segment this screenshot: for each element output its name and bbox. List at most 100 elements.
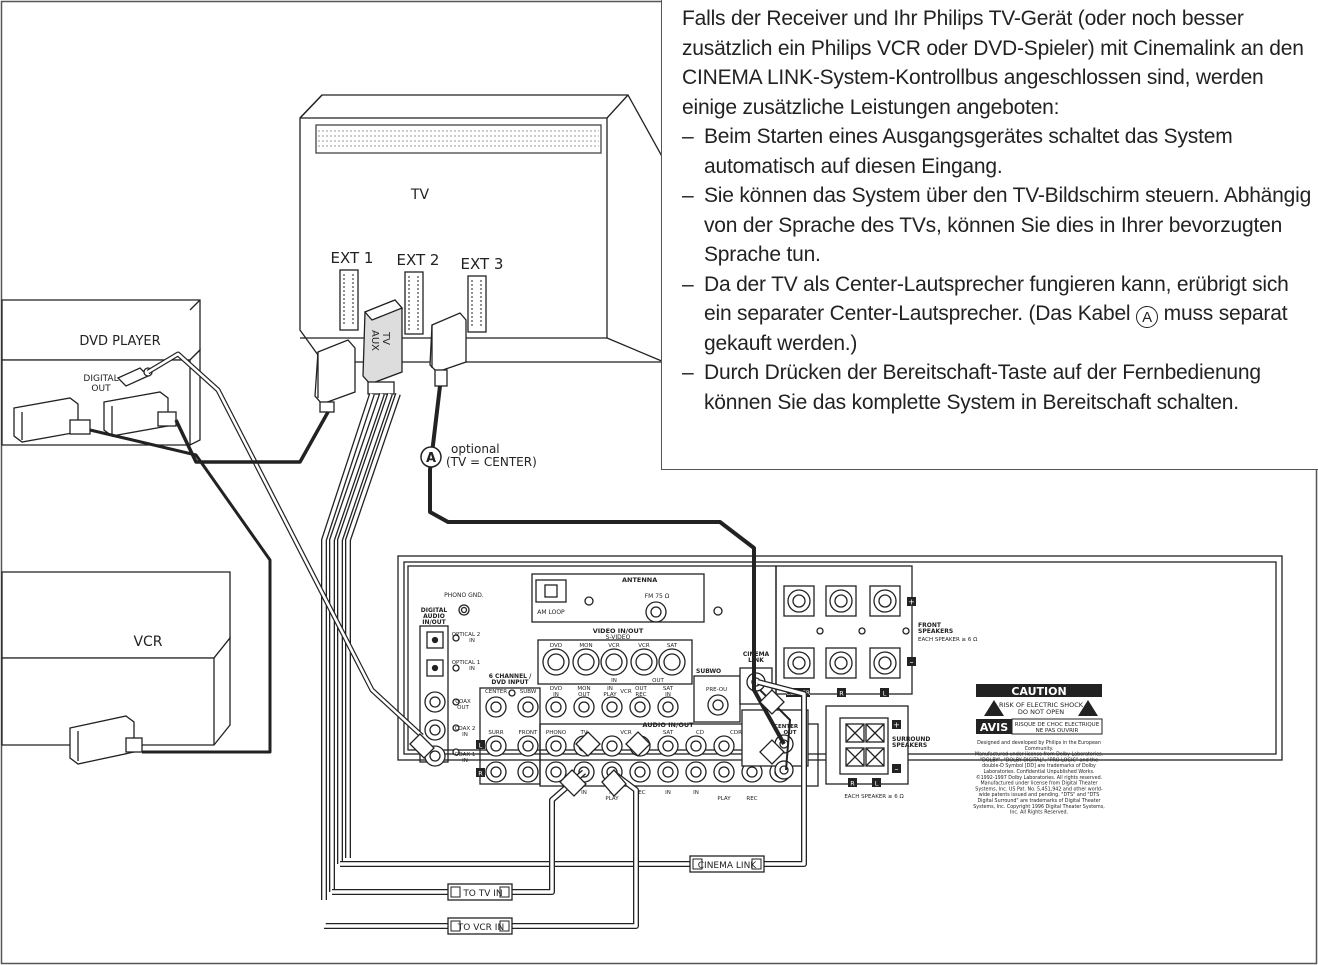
center-out-label-1: CENTER xyxy=(774,724,799,730)
fm-label: FM 75 Ω xyxy=(645,593,670,600)
front-plus-mark: + xyxy=(908,598,915,607)
center-out-label-2: OUT xyxy=(784,730,797,736)
optical2-label-1: OPTICAL 2 xyxy=(452,632,481,638)
audio-col-cd: CD xyxy=(696,730,704,736)
pre-out-label: PRE-OU xyxy=(706,687,727,693)
audio-inout-label: AUDIO IN/OUT xyxy=(642,721,694,729)
audio-bottom-6: IN xyxy=(693,790,699,796)
am-loop-label: AM LOOP xyxy=(537,609,565,616)
surround-minus-mark: – xyxy=(895,765,899,774)
audio-bottom-7: PLAY xyxy=(717,796,731,802)
risk-line-1: RISK OF ELECTRIC SHOCK xyxy=(999,701,1084,709)
optical2-label-2: IN xyxy=(469,638,475,644)
audio-bottom-5: IN xyxy=(665,790,671,796)
front-label: FRONT xyxy=(519,730,538,736)
tv-ext3-label: EXT 3 xyxy=(461,255,504,273)
legal-line: ©1992-1997 Dolby Laboratories. All right… xyxy=(976,774,1102,781)
svideo-in-label: IN xyxy=(611,678,617,684)
video-row-label-4a: VCR xyxy=(620,689,632,695)
surround-plus-mark: + xyxy=(893,721,900,730)
legal-line: double-D Symbol [DD] are trademarks of D… xyxy=(982,763,1096,769)
video-row-label-2a: MON xyxy=(577,686,590,692)
video-row-label-6b: IN xyxy=(665,692,671,698)
avis-line-1: RISQUE DE CHOC ELECTRIQUE xyxy=(1015,722,1100,728)
channel-r-mark: R xyxy=(478,770,483,778)
caution-label: CAUTION RISK OF ELECTRIC SHOCK DO NOT OP… xyxy=(976,684,1103,735)
to-vcr-in-tag: TO VCR IN xyxy=(447,917,513,935)
surround-each-speaker-label: EACH SPEAKER ≥ 6 Ω xyxy=(844,794,903,800)
intro-paragraph: Falls der Receiver und Ihr Philips TV-Ge… xyxy=(682,7,1304,119)
dvd-scart-plug-2 xyxy=(103,391,177,437)
optical1-label-1: OPTICAL 1 xyxy=(452,660,481,666)
svideo-out-label: OUT xyxy=(652,678,664,684)
coax1-label-1: COAX 1 xyxy=(455,752,476,758)
caution-title: CAUTION xyxy=(1011,685,1066,698)
video-row-sockets xyxy=(545,696,679,718)
six-channel-label-1: 6 CHANNEL / xyxy=(489,673,532,680)
cable-a-mark: A xyxy=(1136,306,1159,328)
six-channel-sockets xyxy=(485,689,539,783)
coax2-label-2: IN xyxy=(462,732,468,738)
legal-line: Manufactured under license from Digital … xyxy=(980,781,1097,787)
bullet-1: –Beim Starten eines Ausgangsgerätes scha… xyxy=(682,125,1233,178)
vcr-label: VCR xyxy=(133,634,162,650)
legal-line: Manufactured under license from Dolby La… xyxy=(975,752,1103,758)
video-row-label-1b: IN xyxy=(553,692,559,698)
vcr xyxy=(1,571,231,746)
surround-speakers-label-2: SPEAKERS xyxy=(892,742,927,749)
avis-line-2: NE PAS OUVRIR xyxy=(1036,728,1079,734)
cables xyxy=(89,351,807,929)
audio-col-sat: SAT xyxy=(663,730,674,736)
front-speakers-label-2: SPEAKERS xyxy=(918,628,953,635)
legal-line: Systems, Inc. US Pat. No. 5,451,942 and … xyxy=(975,786,1103,792)
video-inout-label: VIDEO IN/OUT xyxy=(593,627,644,635)
video-row-label-5b: REC xyxy=(635,692,646,698)
audio-bottom-4: REC xyxy=(634,790,645,796)
surround-l-label: L xyxy=(875,780,879,788)
each-speaker-label: EACH SPEAKER ≥ 6 Ω xyxy=(918,637,977,643)
video-row-label-2b: OUT xyxy=(578,692,590,698)
optional-line-1: optional xyxy=(451,442,500,456)
bullet-2: –Sie können das System über den TV-Bilds… xyxy=(682,184,1312,266)
digital-audio-label-3: IN/OUT xyxy=(422,619,446,626)
svideo-label-3: VCR xyxy=(608,643,620,649)
audio-col-cdr: CDR xyxy=(730,730,742,736)
front-minus-mark: – xyxy=(910,658,914,667)
center-label: CENTER xyxy=(485,689,507,695)
subwoofer-section xyxy=(693,675,741,723)
legal-line: Systems, Inc. Copyright 1996 Digital The… xyxy=(973,804,1105,810)
six-channel-label-2: DVD INPUT xyxy=(491,679,529,686)
cinema-link-tag-text: CINEMA LINK xyxy=(698,861,758,871)
vcr-scart-plug xyxy=(69,715,143,765)
audio-bottom-3: PLAY xyxy=(605,796,619,802)
scart-plug-ext3 xyxy=(429,312,467,387)
cinema-link-tag: CINEMA LINK xyxy=(689,855,765,873)
to-vcr-in-tag-text: TO VCR IN xyxy=(457,923,504,933)
cinema-link-label-2: LINK xyxy=(748,657,764,664)
digital-audio-label-1: DIGITAL xyxy=(421,607,448,614)
spk-r-label: R xyxy=(839,690,844,698)
video-row-label-5a: OUT xyxy=(635,686,647,692)
optical1-label-2: IN xyxy=(469,666,475,672)
audio-col-vcr: VCR xyxy=(620,730,632,736)
avis-title: AVIS xyxy=(980,721,1008,734)
coax-out-label-2: OUT xyxy=(457,705,469,711)
channel-l-mark: L xyxy=(479,742,483,750)
risk-line-2: DO NOT OPEN xyxy=(1018,708,1064,716)
legal-text: Designed and developed by Philips in the… xyxy=(973,740,1105,816)
antenna-label: ANTENNA xyxy=(622,576,657,584)
coax-out-label-1: COAX xyxy=(455,699,471,705)
subwoofer-label: SUBWO xyxy=(696,668,721,675)
coax2-label-1: COAX 2 xyxy=(455,726,476,732)
tv-ext1-label: EXT 1 xyxy=(331,249,374,267)
optional-mark: A xyxy=(426,451,436,466)
to-tv-in-tag-text: TO TV IN xyxy=(462,889,502,899)
svideo-label-2: MON xyxy=(579,643,592,649)
legal-line: Community. xyxy=(1025,746,1054,752)
tv-plug-label-aux: AUX xyxy=(369,330,380,351)
audio-col-tv: TV xyxy=(579,730,587,736)
optional-center-note: A optional (TV = CENTER) xyxy=(420,442,537,469)
video-row-label-3a: IN xyxy=(607,686,613,692)
